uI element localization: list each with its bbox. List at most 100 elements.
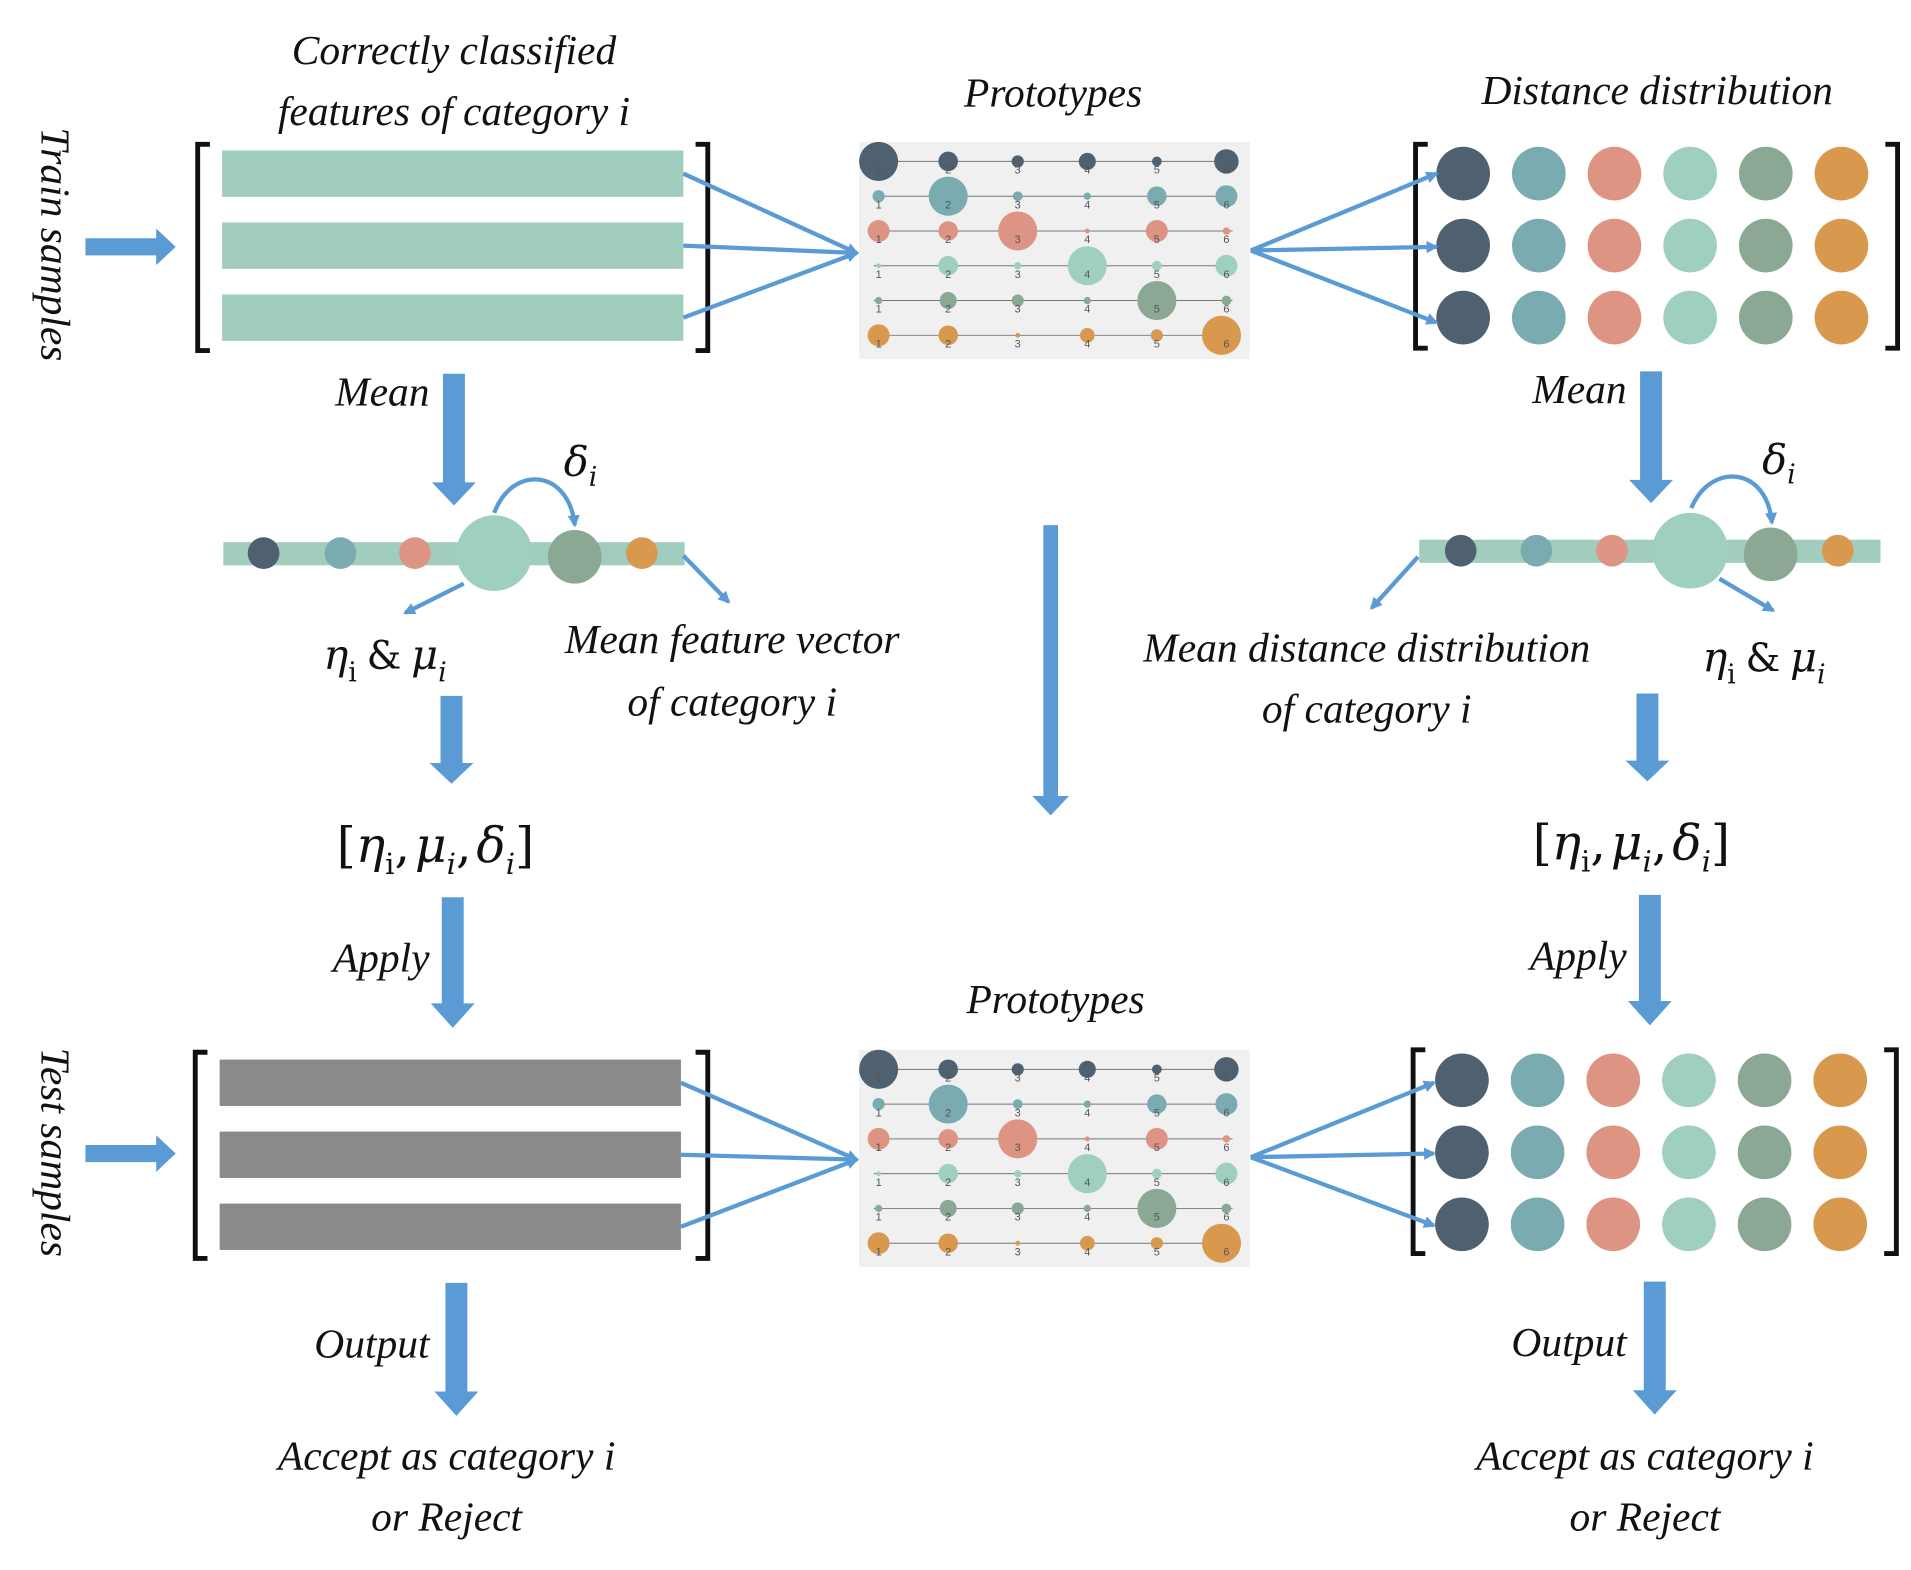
prototype-point xyxy=(1215,254,1238,277)
prototype-tick-label: 3 xyxy=(1015,1246,1021,1258)
prototype-point xyxy=(1078,152,1096,170)
prototype-point xyxy=(1202,1223,1242,1263)
distance-dot xyxy=(1511,146,1566,201)
distance-dot xyxy=(1510,1197,1565,1252)
prototype-tick-label: 6 xyxy=(1223,339,1229,351)
train-feature-bar xyxy=(222,222,684,269)
prototype-tick-label: 6 xyxy=(1223,269,1229,281)
prototype-point xyxy=(876,1171,882,1177)
prototype-tick-label: 4 xyxy=(1084,1142,1090,1154)
prototype-tick-label: 2 xyxy=(945,339,951,351)
dist-top-right-bracket xyxy=(1885,141,1901,351)
prototype-tick-label: 6 xyxy=(1223,234,1229,246)
distance-dot xyxy=(1435,1197,1489,1252)
correct-features-title-1: Correctly classified xyxy=(292,27,617,73)
prototype-point xyxy=(874,1204,883,1213)
distance-dot xyxy=(1662,1053,1716,1108)
delta-left-label: δi xyxy=(564,437,598,493)
apply-right-label: Apply xyxy=(1527,932,1627,978)
prototype-tick-label: 5 xyxy=(1154,234,1160,246)
block-arrows xyxy=(85,228,1677,1416)
prototype-tick-label: 2 xyxy=(945,165,951,177)
prototype-point xyxy=(1151,1064,1162,1075)
test-left-bracket xyxy=(192,1049,208,1261)
prototype-tick-label: 5 xyxy=(1154,199,1160,211)
prototype-tick-label: 6 xyxy=(1223,1107,1229,1119)
prototype-tick-label: 4 xyxy=(1084,165,1090,177)
train-input-arrow xyxy=(85,228,176,266)
prototype-tick-label: 6 xyxy=(1223,199,1229,211)
accept-left-line1: Accept as category i xyxy=(275,1433,616,1479)
prototype-tick-label: 4 xyxy=(1084,304,1090,316)
prototype-tick-label: 6 xyxy=(1223,1073,1229,1085)
mean-distance-dot xyxy=(1520,534,1553,567)
prototype-point xyxy=(1137,281,1177,321)
prototype-tick-label: 6 xyxy=(1223,1142,1229,1154)
distance-dot xyxy=(1510,1125,1565,1180)
test-feature-bar xyxy=(219,1131,681,1178)
prototype-point xyxy=(939,1199,957,1217)
prototype-tick-label: 2 xyxy=(945,1212,951,1224)
dist-bottom-left-bracket xyxy=(1410,1047,1426,1257)
accept-right-line1: Accept as category i xyxy=(1473,1433,1814,1479)
prototype-tick-label: 1 xyxy=(876,1246,882,1258)
param-tuple-right: [ηi,μi,δi] xyxy=(1533,814,1730,878)
test-feature-to-prototype-arrow xyxy=(680,1080,859,1162)
prototype-point xyxy=(1011,155,1024,168)
prototype-point xyxy=(1067,1154,1107,1194)
prototype-tick-label: 4 xyxy=(1084,199,1090,211)
prototype-tick-label: 1 xyxy=(876,269,882,281)
prototype-tick-label: 2 xyxy=(945,234,951,246)
prototype-point xyxy=(938,1129,958,1149)
prototype-point xyxy=(1151,1168,1162,1179)
prototype-tick-label: 1 xyxy=(876,304,882,316)
test-prototype-to-distance-arrow xyxy=(1250,1147,1437,1160)
distance-dot xyxy=(1586,1125,1641,1180)
distance-dot xyxy=(1435,1053,1489,1108)
prototype-tick-label: 4 xyxy=(1084,234,1090,246)
dist-bottom-right-bracket xyxy=(1884,1047,1899,1257)
param-tuple-left: [ηi,μi,δi] xyxy=(337,817,534,881)
distance-dot xyxy=(1663,218,1717,273)
prototype-point xyxy=(1083,192,1091,200)
distance-dot xyxy=(1814,290,1869,345)
output-right-arrow xyxy=(1632,1281,1677,1415)
distance-dot xyxy=(1587,290,1642,345)
prototype-point xyxy=(938,151,958,172)
distance-dot xyxy=(1738,290,1793,345)
prototype-point xyxy=(1011,1063,1024,1076)
distance-dot xyxy=(1813,1053,1868,1108)
output-left-arrow xyxy=(434,1282,479,1416)
prototype-point xyxy=(938,255,958,276)
prototype-tick-label: 2 xyxy=(945,1073,951,1085)
prototype-tick-label: 4 xyxy=(1084,269,1090,281)
prototype-tick-label: 6 xyxy=(1223,1246,1229,1258)
prototype-point xyxy=(938,1059,958,1080)
distance-dot xyxy=(1814,146,1869,201)
prototype-point xyxy=(998,211,1038,251)
prototype-tick-label: 1 xyxy=(876,1212,882,1224)
prototype-point xyxy=(938,1233,958,1253)
distance-dot xyxy=(1662,1197,1716,1252)
prototype-tick-label: 4 xyxy=(1084,339,1090,351)
distance-dot xyxy=(1737,1125,1792,1180)
distance-dot xyxy=(1738,218,1793,273)
mean-distance-pointer xyxy=(1369,555,1420,610)
prototype-point xyxy=(938,325,958,346)
prototype-point xyxy=(1150,329,1163,342)
prototype-tick-label: 3 xyxy=(1015,269,1021,281)
test-feature-bar xyxy=(219,1203,681,1250)
mean-distance-dot-highlight xyxy=(1652,512,1728,589)
feature-to-prototype-arrow xyxy=(682,171,859,255)
prototype-tick-label: 2 xyxy=(945,269,951,281)
prototype-point xyxy=(1011,1202,1024,1215)
prototype-point xyxy=(1084,228,1090,234)
prototype-tick-label: 3 xyxy=(1015,234,1021,246)
prototype-point xyxy=(1150,1237,1163,1250)
mean-right-arrow xyxy=(1629,371,1674,504)
prototype-panel-bg xyxy=(859,141,1250,360)
prototype-point xyxy=(1137,1188,1177,1228)
prototype-point xyxy=(1215,1093,1238,1116)
prototype-point xyxy=(1147,1094,1167,1114)
